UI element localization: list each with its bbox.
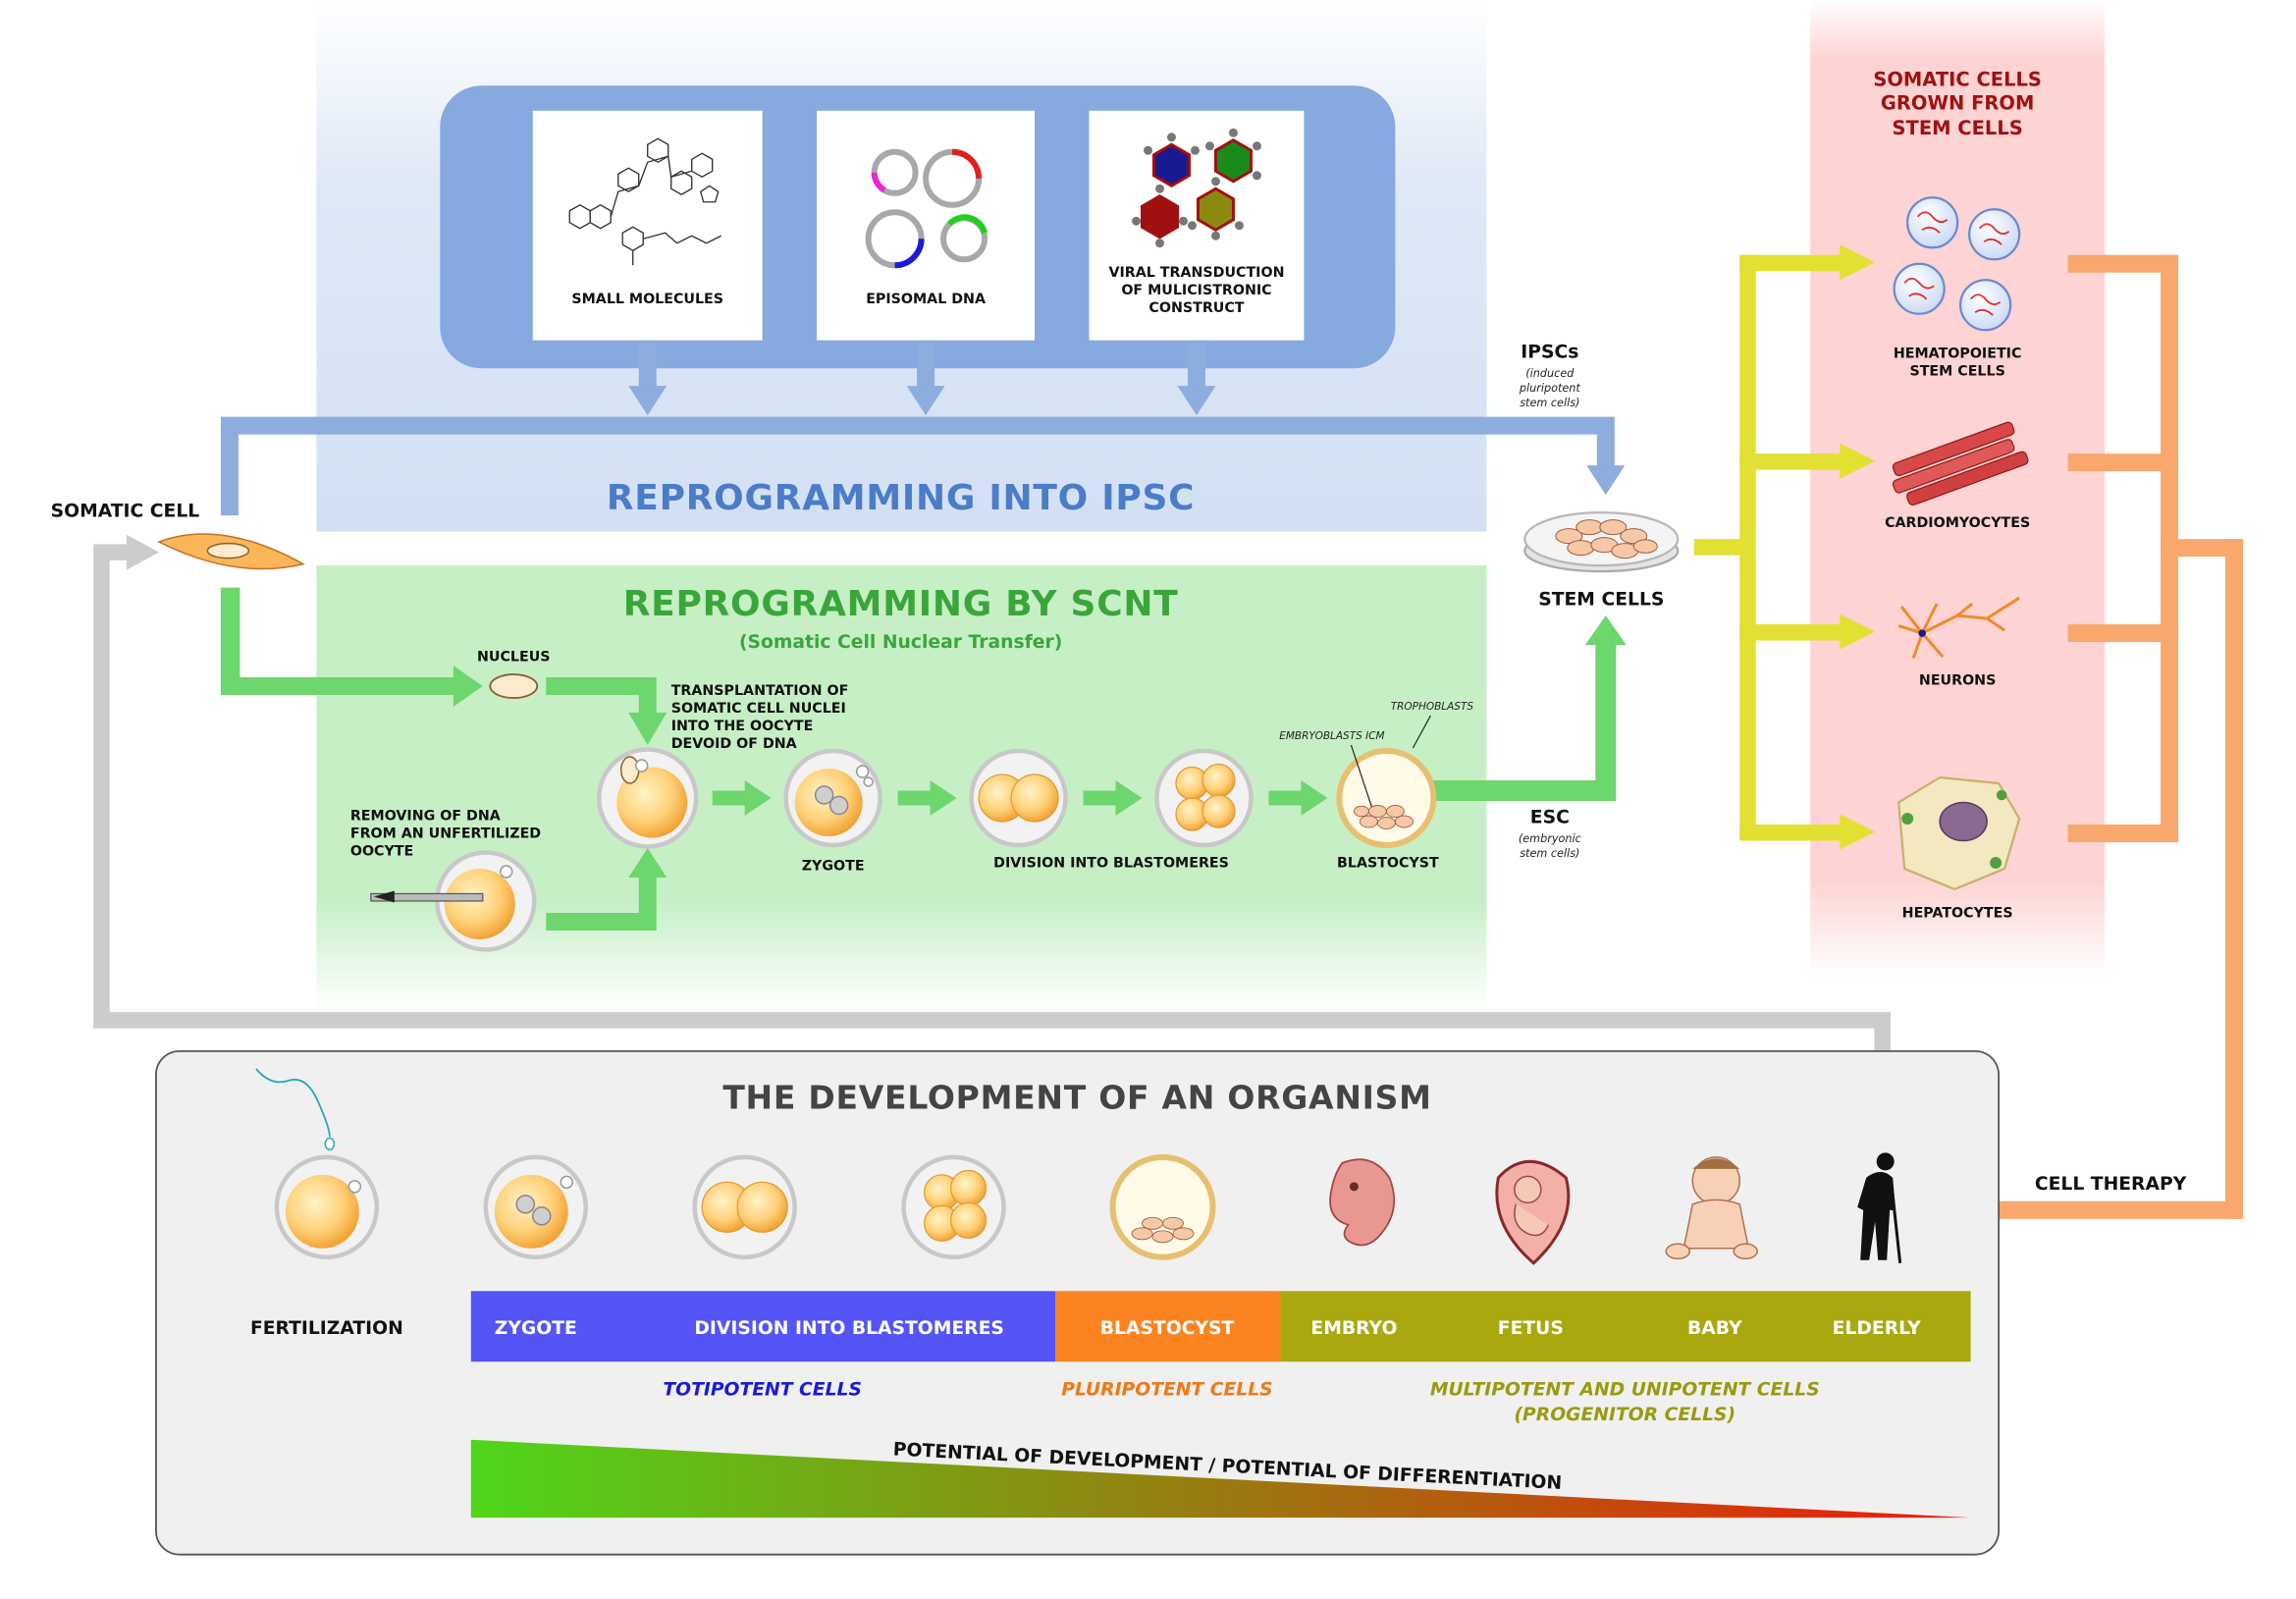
reconstructed-oocyte-icon [596, 747, 699, 849]
elderly-icon [1857, 1152, 1902, 1263]
ipscs-note-2: pluripotent [1519, 382, 1581, 395]
ipsc-path-arrow [220, 416, 1615, 516]
scnt-title: REPROGRAMMING BY SCNT [623, 584, 1179, 624]
episomal-dna-label: EPISOMAL DNA [866, 292, 986, 307]
method-arrows [628, 342, 1216, 416]
removing-line3: OOCYTE [350, 843, 413, 859]
stage-elderly: ELDERLY [1833, 1318, 1922, 1339]
viral-label-line1: VIRAL TRANSDUCTION [1108, 265, 1284, 281]
ipsc-arrowhead [1586, 465, 1626, 496]
enucleated-oocyte-icon [370, 850, 537, 952]
totipotent-label: TOTIPOTENT CELLS [663, 1380, 862, 1401]
hepatocyte-icon [1896, 775, 2021, 891]
ipscs-note-3: stem cells) [1520, 397, 1579, 409]
hepatocytes-label: HEPATOCYTES [1902, 905, 2013, 921]
development-title: THE DEVELOPMENT OF AN ORGANISM [722, 1078, 1431, 1116]
grown-title-2: GROWN FROM [1881, 91, 2034, 114]
multipotent-band [1280, 1291, 1971, 1362]
molecule-structure-icon [568, 137, 721, 266]
viral-capsid-icon [1132, 128, 1261, 248]
multipotent-label-1: MULTIPOTENT AND UNIPOTENT CELLS [1430, 1380, 1820, 1401]
transplant-line2: SOMATIC CELL NUCLEI [671, 701, 846, 717]
dev-four-cell-icon [901, 1154, 1006, 1260]
hematopoietic-cells-icon [1893, 196, 2021, 332]
icm-pointer [1350, 744, 1372, 808]
trophoblasts-pointer [1412, 715, 1431, 749]
potential-gradient-wedge [470, 1439, 1971, 1519]
cell-therapy-label: CELL THERAPY [2035, 1174, 2187, 1195]
pluripotent-label: PLURIPOTENT CELLS [1061, 1380, 1272, 1401]
stage-fetus: FETUS [1498, 1318, 1564, 1339]
viral-label-line2: OF MULICISTRONIC [1121, 283, 1271, 298]
ipscs-note-1: (induced [1525, 367, 1575, 380]
esc-note-1: (embryonic [1519, 832, 1582, 845]
stem-cells-label: STEM CELLS [1538, 590, 1664, 611]
two-cell-icon [969, 748, 1068, 848]
baby-icon [1665, 1156, 1758, 1260]
nucleus-icon [489, 673, 539, 699]
esc-label: ESC [1530, 807, 1570, 827]
fetus-icon [1495, 1159, 1571, 1265]
icm-label: EMBRYOBLASTS ICM [1279, 730, 1384, 742]
grown-title-3: STEM CELLS [1893, 117, 2023, 139]
transplant-line4: DEVOID OF DNA [671, 736, 797, 752]
small-molecules-label: SMALL MOLECULES [571, 292, 723, 307]
viral-label-line3: CONSTRUCT [1148, 300, 1244, 316]
stage-zygote: ZYGOTE [495, 1318, 577, 1339]
stage-embryo: EMBRYO [1310, 1318, 1397, 1339]
stage-baby: BABY [1687, 1318, 1742, 1339]
elderly-return-arrowhead [126, 534, 159, 570]
removing-line1: REMOVING OF DNA [350, 808, 501, 824]
totipotent-band [470, 1291, 1056, 1362]
pluripotent-band [1055, 1291, 1281, 1362]
stage-division: DIVISION INTO BLASTOMERES [694, 1318, 1004, 1339]
stage-blastocyst: BLASTOCYST [1100, 1318, 1235, 1339]
grown-title-1: SOMATIC CELLS [1873, 68, 2042, 90]
fertilization-icon [255, 1068, 380, 1260]
neurons-icon [1897, 596, 2020, 660]
dev-two-cell-icon [692, 1154, 797, 1260]
ipscs-label: IPSCs [1521, 343, 1578, 363]
stem-cells-dish-icon [1523, 511, 1680, 573]
removing-line2: FROM AN UNFERTILIZED [350, 826, 541, 841]
trophoblasts-label: TROPHOBLASTS [1391, 701, 1474, 713]
somatic-cell-label: SOMATIC CELL [51, 502, 200, 522]
dev-blastocyst-icon [1109, 1153, 1216, 1260]
episomal-dna-card [817, 110, 1036, 341]
transplant-line1: TRANSPLANTATION OF [671, 683, 849, 699]
nucleus-label: NUCLEUS [477, 650, 551, 666]
four-cell-icon [1154, 748, 1254, 848]
multipotent-label-2: (PROGENITOR CELLS) [1514, 1405, 1735, 1425]
transplant-line3: INTO THE OOCYTE [671, 719, 814, 734]
zygote-label: ZYGOTE [802, 858, 865, 874]
blastocyst-icon [1336, 748, 1437, 848]
cardiomyocytes-label: CARDIOMYOCYTES [1885, 515, 2030, 531]
fertilization-label: FERTILIZATION [250, 1318, 403, 1339]
episomal-dna-icon [865, 148, 988, 269]
blastocyst-label: BLASTOCYST [1337, 855, 1439, 871]
embryo-icon [1329, 1158, 1396, 1247]
dev-zygote-icon [483, 1154, 588, 1260]
hematopoietic-label-1: HEMATOPOIETIC [1894, 346, 2022, 362]
differentiation-arrows [1693, 244, 1876, 850]
division-label: DIVISION INTO BLASTOMERES [993, 855, 1229, 871]
neurons-label: NEURONS [1919, 673, 1996, 689]
zygote-icon [783, 748, 882, 848]
hematopoietic-label-2: STEM CELLS [1909, 364, 2004, 380]
cardiomyocytes-icon [1892, 421, 2029, 506]
ipsc-title: REPROGRAMMING INTO IPSC [607, 478, 1196, 518]
somatic-cell-icon [157, 533, 305, 570]
esc-note-2: stem cells) [1520, 847, 1579, 860]
scnt-subtitle: (Somatic Cell Nuclear Transfer) [739, 632, 1062, 653]
